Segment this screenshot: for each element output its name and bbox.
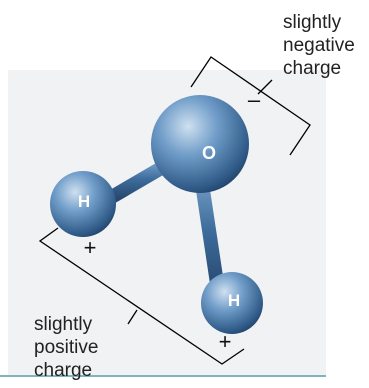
negative-label-line-3: charge (283, 57, 355, 80)
positive-label-line-2: positive (34, 336, 98, 359)
hydrogen-left-charge-sign: + (84, 235, 97, 260)
negative-charge-label: slightly negative charge (283, 11, 355, 80)
oxygen-charge-sign: – (248, 87, 261, 112)
negative-label-line-2: negative (283, 34, 355, 57)
hydrogen-left-symbol: H (78, 192, 90, 211)
oxygen-atom (151, 95, 249, 193)
oxygen-symbol: O (202, 143, 216, 163)
hydrogen-right-symbol: H (228, 291, 240, 310)
positive-label-line-1: slightly (34, 313, 98, 336)
negative-label-line-1: slightly (283, 11, 355, 34)
positive-label-line-3: charge (34, 359, 98, 382)
positive-charge-label: slightly positive charge (34, 313, 98, 382)
hydrogen-right-charge-sign: + (219, 329, 232, 354)
